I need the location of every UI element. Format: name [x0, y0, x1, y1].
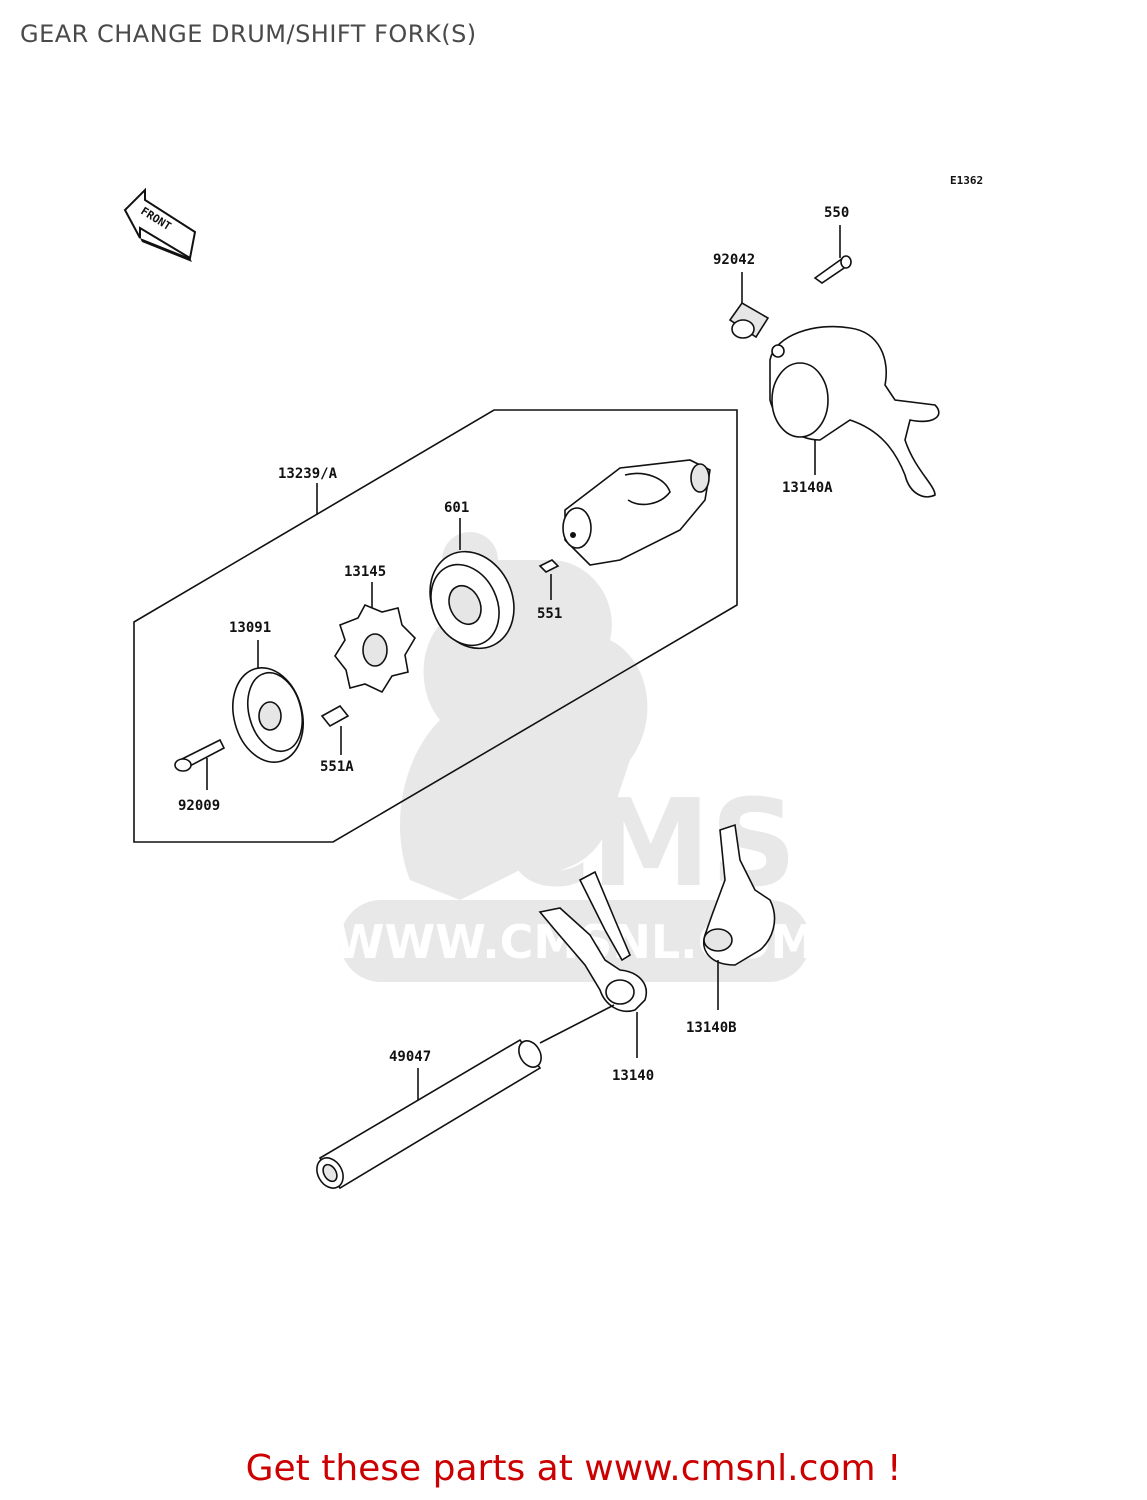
assembly-outline [133, 409, 738, 843]
label-13140: 13140 [612, 1068, 654, 1084]
part-13140-fork [538, 870, 647, 1058]
part-13140B-fork [703, 823, 776, 1010]
label-551: 551 [537, 606, 562, 622]
part-92009-screw [174, 738, 226, 790]
footer-link[interactable]: Get these parts at www.cmsnl.com ! [245, 1448, 902, 1489]
part-551A [320, 704, 350, 755]
label-92009: 92009 [178, 798, 220, 814]
label-13091: 13091 [229, 620, 271, 636]
label-13140A: 13140A [782, 480, 833, 496]
label-551A: 551A [320, 759, 354, 775]
part-92042 [728, 272, 770, 339]
label-92042: 92042 [713, 252, 755, 268]
label-601: 601 [444, 500, 469, 516]
part-49047-shaft [316, 1038, 542, 1190]
part-601-bearing [429, 518, 515, 650]
label-13145: 13145 [344, 564, 386, 580]
label-550: 550 [824, 205, 849, 221]
label-13239A: 13239/A [278, 466, 338, 482]
part-13091-plate [232, 640, 304, 763]
part-13140A-fork [769, 325, 940, 498]
page-title: GEAR CHANGE DRUM/SHIFT FORK(S) [20, 20, 477, 48]
part-551 [538, 559, 560, 600]
part-gear-change-drum [562, 459, 711, 566]
diagram-code: E1362 [950, 174, 983, 187]
label-49047: 49047 [389, 1049, 431, 1065]
front-arrow-icon: FRONT [123, 187, 197, 262]
label-13140B: 13140B [686, 1020, 737, 1036]
part-13145-star [334, 582, 417, 694]
part-550 [813, 225, 852, 284]
